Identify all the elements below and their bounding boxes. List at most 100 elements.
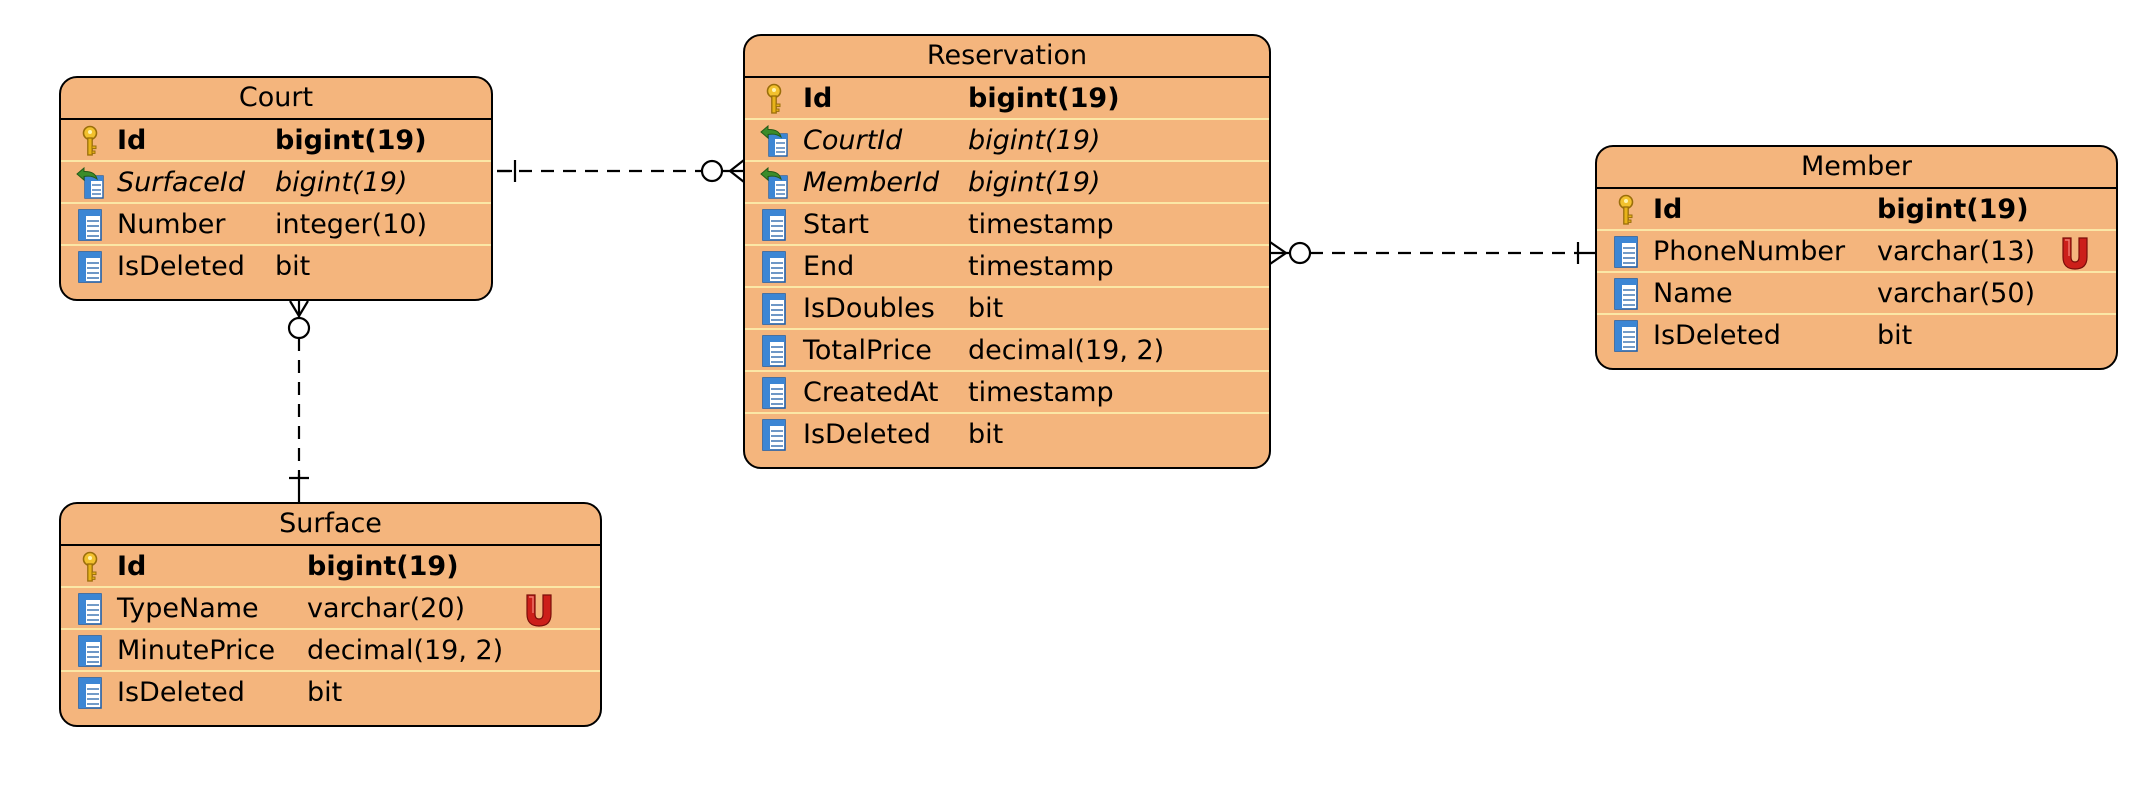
attribute-row-name[interactable]: Name varchar(50): [1597, 273, 2116, 315]
attribute-type: bit: [1877, 320, 1913, 351]
primary-key-icon: [75, 551, 105, 583]
unique-constraint-icon: [2060, 236, 2090, 270]
attribute-name: MemberId: [803, 167, 940, 198]
many-crowfoot: [289, 300, 300, 317]
column-icon: [1611, 278, 1641, 310]
column-icon: [75, 635, 105, 667]
many-crowfoot: [1269, 241, 1287, 254]
attribute-type: varchar(50): [1877, 278, 2036, 309]
primary-key-icon: [759, 83, 789, 115]
attribute-name: Id: [117, 125, 147, 156]
foreign-key-icon: [759, 125, 789, 157]
attribute-row-id[interactable]: Id bigint(19): [1597, 189, 2116, 231]
attribute-row-id[interactable]: Id bigint(19): [61, 120, 491, 162]
attribute-row-id[interactable]: Id bigint(19): [61, 546, 600, 588]
attribute-type: decimal(19, 2): [307, 635, 504, 666]
column-icon: [759, 335, 789, 367]
zero-marker: [700, 159, 724, 183]
column-icon: [759, 251, 789, 283]
attribute-name: MinutePrice: [117, 635, 276, 666]
foreign-key-icon: [759, 167, 789, 199]
column-icon: [759, 419, 789, 451]
attribute-row-number[interactable]: Number integer(10): [61, 204, 491, 246]
attribute-name: Id: [1653, 194, 1683, 225]
attribute-row-minuteprice[interactable]: MinutePrice decimal(19, 2): [61, 630, 600, 672]
entity-title: Reservation: [745, 36, 1269, 78]
attribute-type: timestamp: [968, 251, 1114, 282]
attribute-type: bigint(19): [968, 167, 1101, 198]
attribute-row-phonenumber[interactable]: PhoneNumber varchar(13): [1597, 231, 2116, 273]
attribute-row-surfaceid[interactable]: SurfaceId bigint(19): [61, 162, 491, 204]
attribute-type: timestamp: [968, 377, 1114, 408]
attribute-name: IsDeleted: [117, 251, 245, 282]
attribute-row-totalprice[interactable]: TotalPrice decimal(19, 2): [745, 330, 1269, 372]
entity-reservation[interactable]: Reservation Id bigint(19) CourtId bigint(1…: [743, 34, 1271, 469]
relationship-reservation-member[interactable]: [1269, 241, 1597, 265]
attribute-type: bit: [275, 251, 311, 282]
attribute-name: Number: [117, 209, 226, 240]
attribute-row-courtid[interactable]: CourtId bigint(19): [745, 120, 1269, 162]
attribute-name: Start: [803, 209, 869, 240]
entity-member[interactable]: Member Id bigint(19) PhoneNumber varchar(1…: [1595, 145, 2118, 370]
attribute-row-id[interactable]: Id bigint(19): [745, 78, 1269, 120]
attribute-type: varchar(20): [307, 593, 466, 624]
relationship-court-surface[interactable]: [287, 300, 311, 502]
attribute-name: Id: [117, 551, 147, 582]
attribute-type: bigint(19): [1877, 194, 2029, 225]
attribute-row-memberid[interactable]: MemberId bigint(19): [745, 162, 1269, 204]
attribute-name: SurfaceId: [117, 167, 245, 198]
foreign-key-icon: [75, 167, 105, 199]
attribute-row-isdeleted[interactable]: IsDeleted bit: [61, 672, 600, 714]
attribute-row-end[interactable]: End timestamp: [745, 246, 1269, 288]
attribute-type: bigint(19): [968, 83, 1120, 114]
attribute-name: End: [803, 251, 855, 282]
attribute-type: bit: [307, 677, 343, 708]
attribute-name: IsDeleted: [803, 419, 931, 450]
attribute-row-createdat[interactable]: CreatedAt timestamp: [745, 372, 1269, 414]
attribute-row-isdeleted[interactable]: IsDeleted bit: [61, 246, 491, 288]
attribute-type: varchar(13): [1877, 236, 2036, 267]
attribute-row-isdeleted[interactable]: IsDeleted bit: [745, 414, 1269, 456]
column-icon: [1611, 236, 1641, 268]
attribute-type: bigint(19): [275, 167, 408, 198]
primary-key-icon: [75, 125, 105, 157]
attribute-type: integer(10): [275, 209, 428, 240]
many-crowfoot: [298, 300, 309, 317]
attribute-type: bigint(19): [307, 551, 459, 582]
unique-constraint-icon: [524, 593, 554, 627]
column-icon: [75, 677, 105, 709]
many-crowfoot: [729, 170, 745, 183]
many-crowfoot: [729, 159, 745, 172]
relationship-court-reservation[interactable]: [497, 159, 745, 183]
attribute-name: IsDeleted: [117, 677, 245, 708]
attribute-row-start[interactable]: Start timestamp: [745, 204, 1269, 246]
attribute-name: TotalPrice: [803, 335, 932, 366]
attribute-name: PhoneNumber: [1653, 236, 1846, 267]
entity-title: Court: [61, 78, 491, 120]
attribute-name: Id: [803, 83, 833, 114]
attribute-name: CreatedAt: [803, 377, 939, 408]
column-icon: [75, 251, 105, 283]
attribute-type: decimal(19, 2): [968, 335, 1165, 366]
entity-title: Surface: [61, 504, 600, 546]
attribute-name: Name: [1653, 278, 1733, 309]
column-icon: [759, 209, 789, 241]
entity-court[interactable]: Court Id bigint(19) SurfaceId bigint(19) N…: [59, 76, 493, 301]
attribute-type: bigint(19): [275, 125, 427, 156]
attribute-type: bigint(19): [968, 125, 1101, 156]
attribute-type: bit: [968, 293, 1004, 324]
column-icon: [1611, 320, 1641, 352]
entity-title: Member: [1597, 147, 2116, 189]
column-icon: [759, 293, 789, 325]
column-icon: [75, 593, 105, 625]
attribute-type: timestamp: [968, 209, 1114, 240]
attribute-type: bit: [968, 419, 1004, 450]
attribute-name: CourtId: [803, 125, 903, 156]
primary-key-icon: [1611, 194, 1641, 226]
